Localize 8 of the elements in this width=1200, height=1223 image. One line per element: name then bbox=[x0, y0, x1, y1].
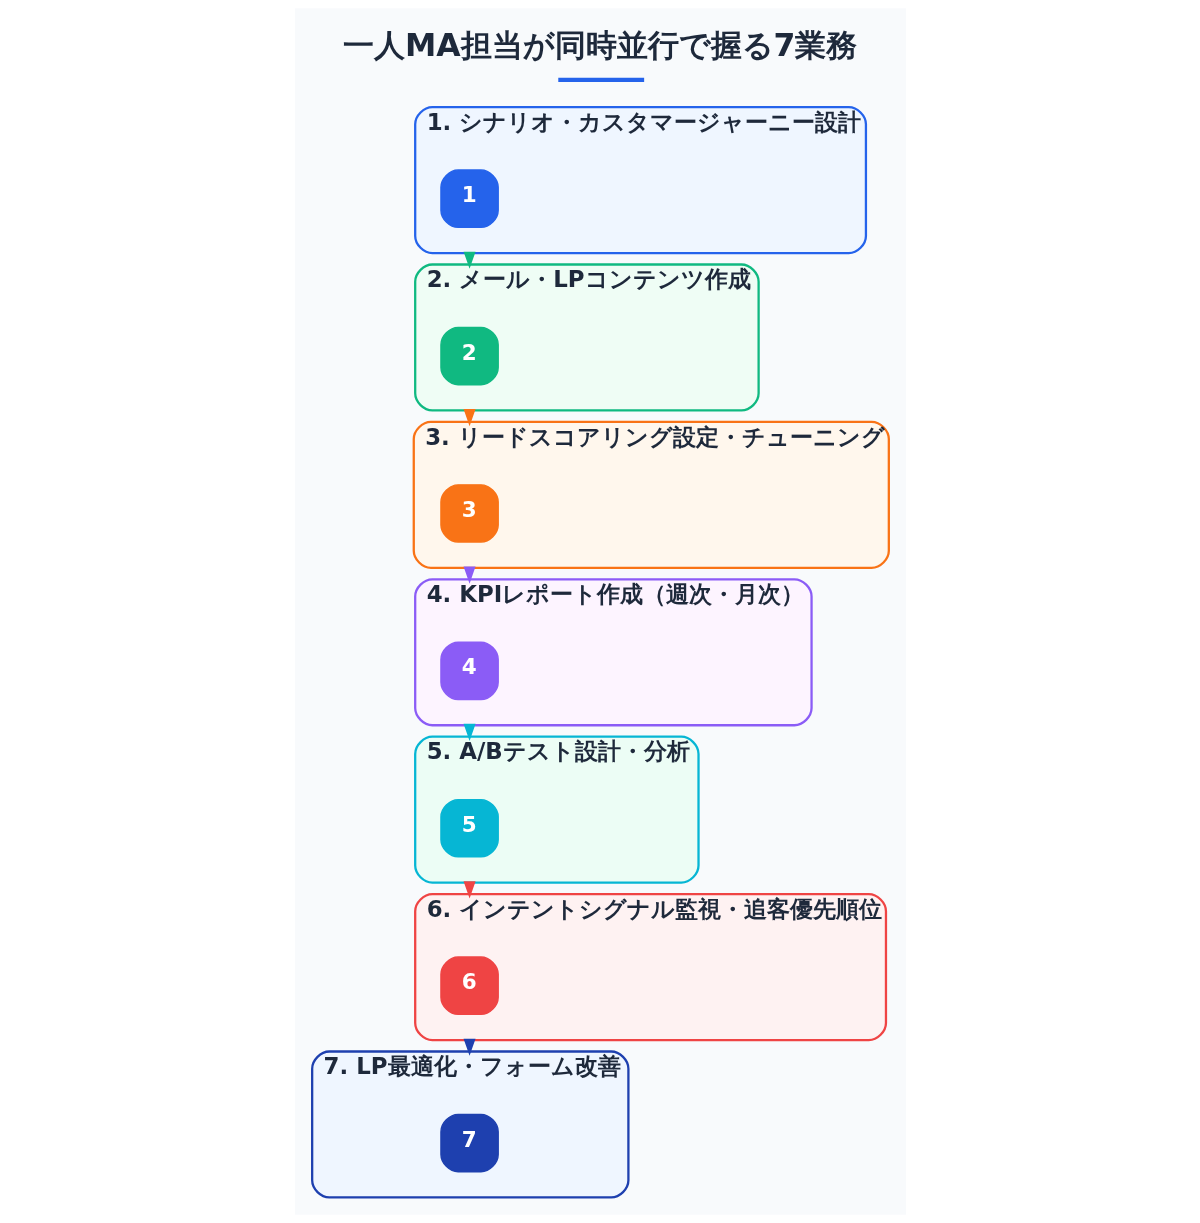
diagram-title: 一人MA担当が同時並行で握る7業務 bbox=[342, 26, 858, 63]
node-box: 5 bbox=[439, 798, 499, 858]
node-box: 2 bbox=[439, 326, 499, 386]
node-box: 3 bbox=[439, 484, 499, 543]
node-box: 6 bbox=[439, 956, 499, 1015]
node-box: 7 bbox=[439, 1113, 499, 1173]
node-box: 1 bbox=[439, 169, 499, 228]
node-box: 4 bbox=[439, 641, 499, 701]
